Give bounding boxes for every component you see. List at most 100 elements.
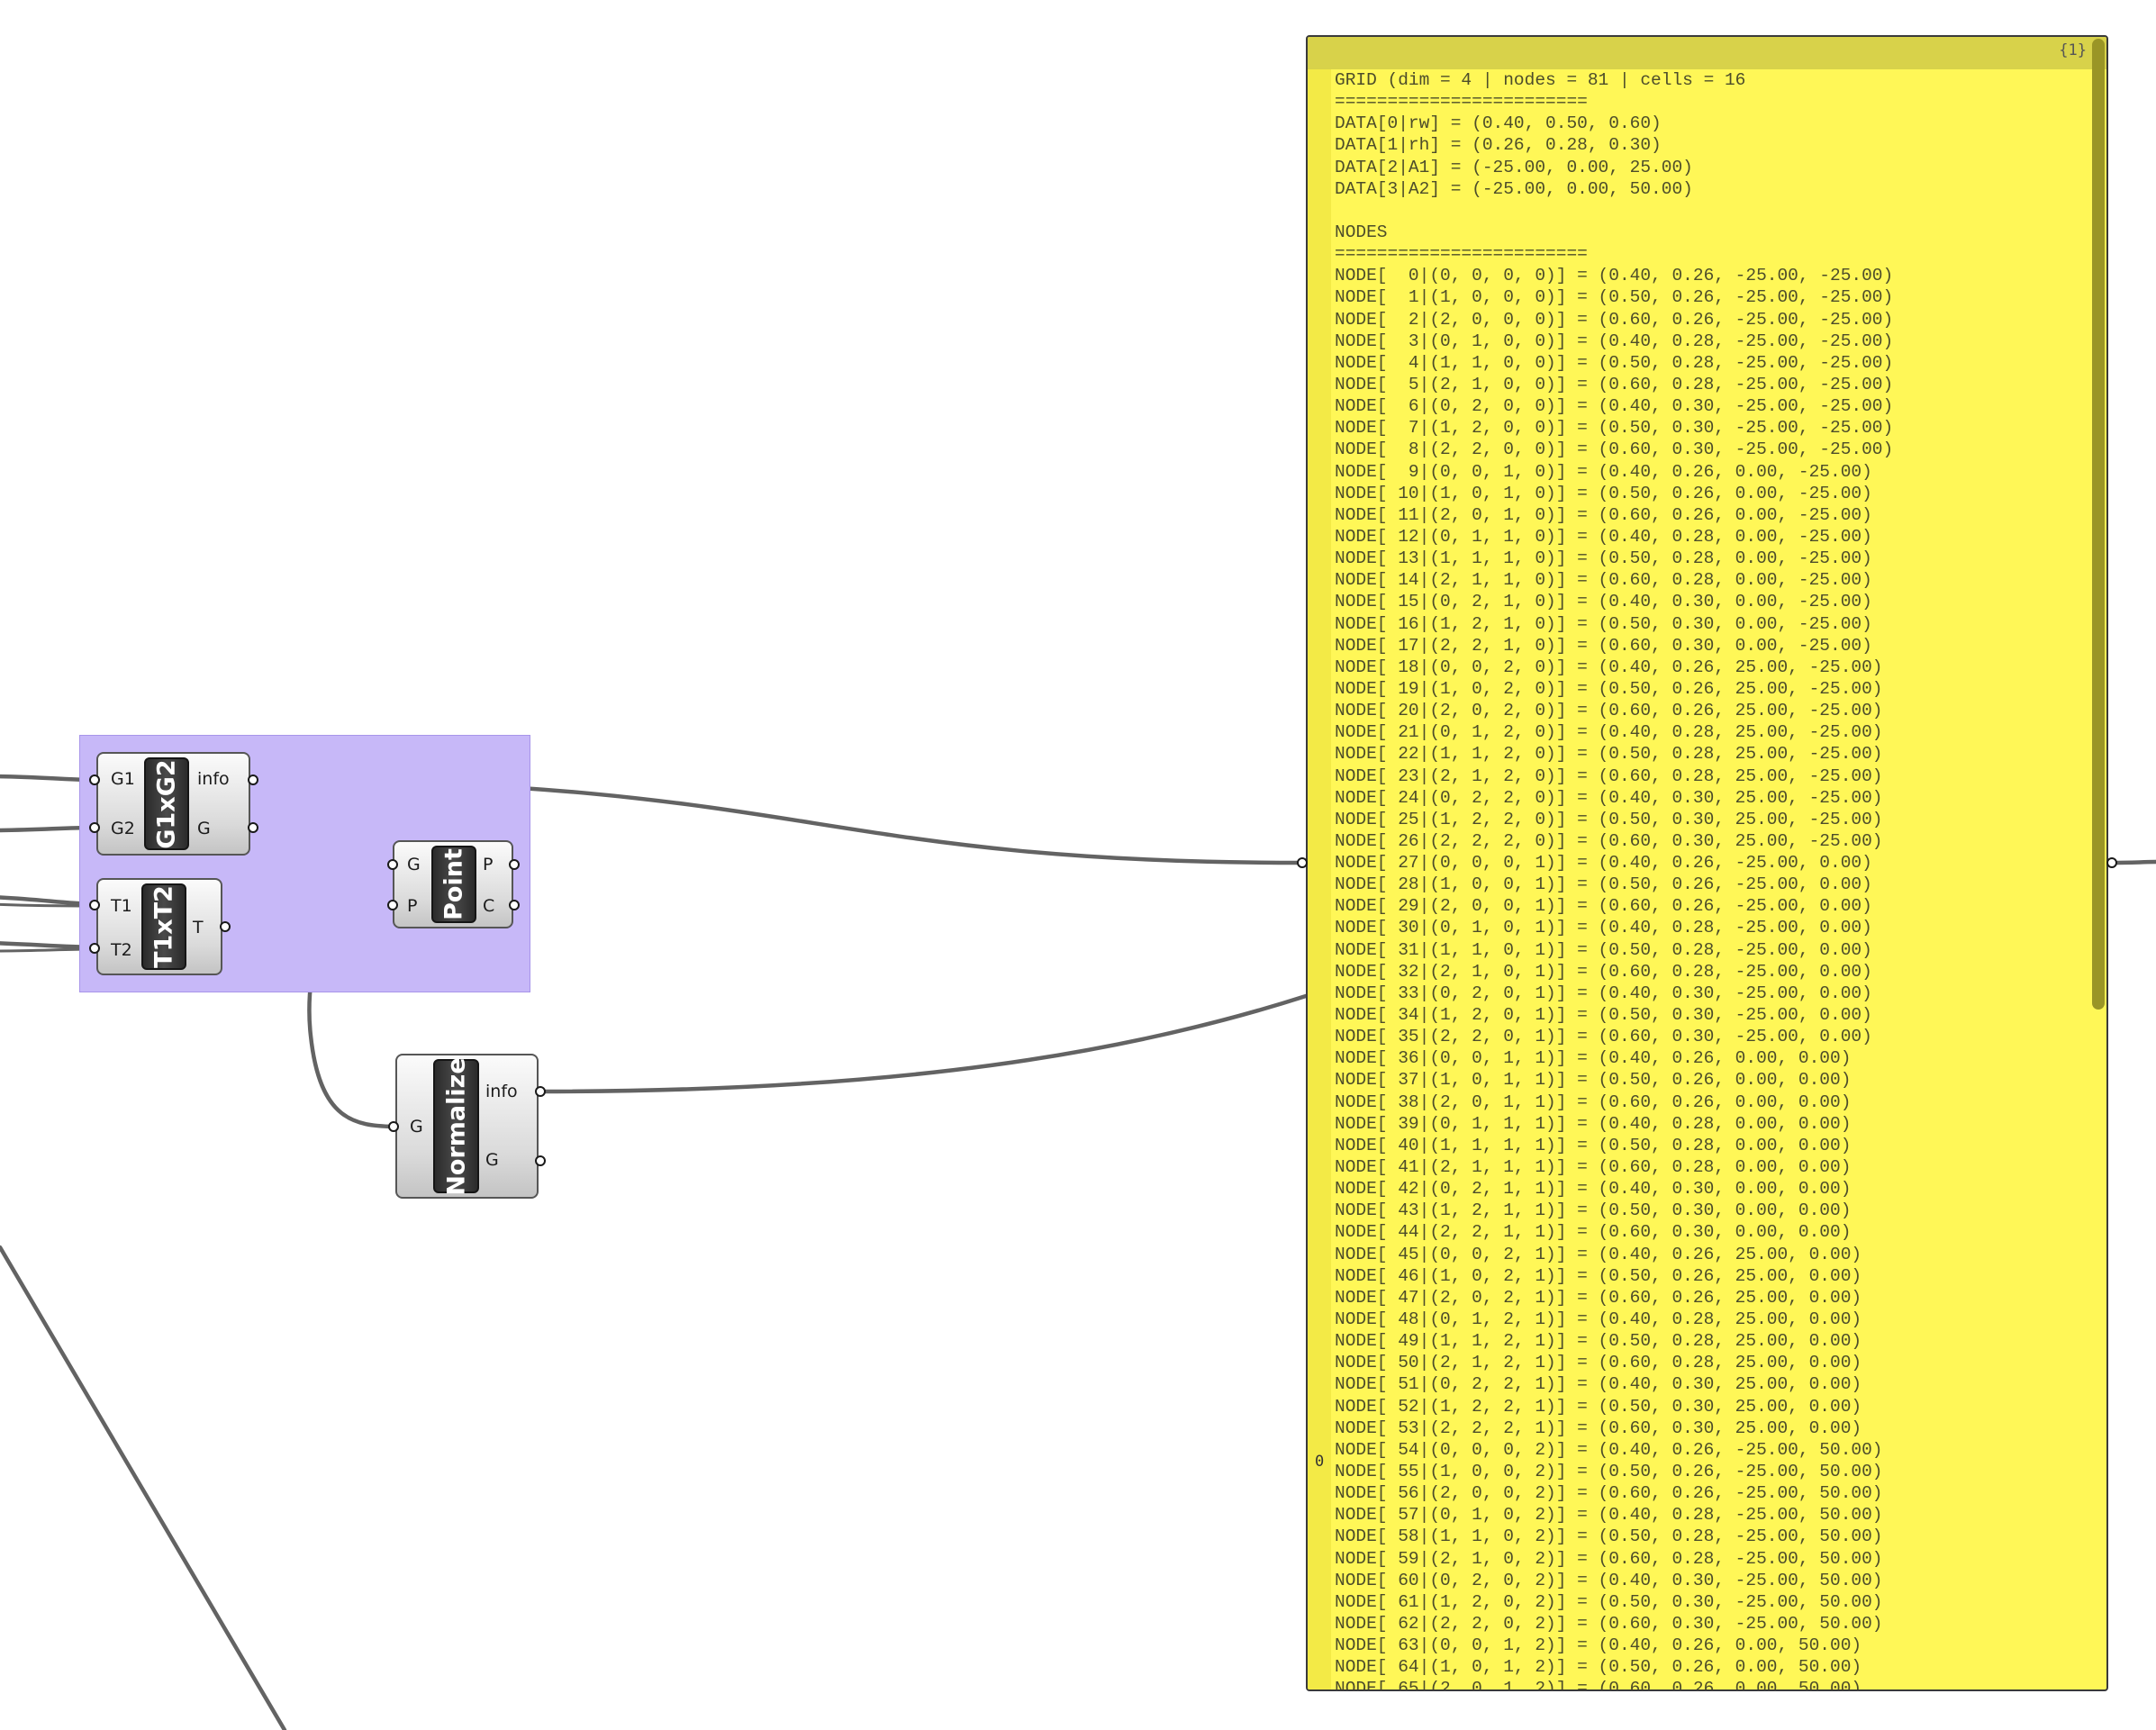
g1xg2-core[interactable]: G1xG2 [144, 757, 189, 850]
panel-line: NODE[ 24|(0, 2, 2, 0)] = (0.40, 0.30, 25… [1335, 787, 1883, 808]
panel-grip-out[interactable] [2106, 857, 2117, 868]
normalize-output-info[interactable]: info [485, 1082, 518, 1101]
panel-line: DATA[0|rw] = (0.40, 0.50, 0.60) [1335, 113, 1662, 134]
normalize-input-g[interactable]: G [410, 1117, 423, 1137]
point-grip-g[interactable] [387, 859, 398, 870]
panel-line: NODE[ 65|(2, 0, 1, 2)] = (0.60, 0.26, 0.… [1335, 1679, 1862, 1691]
panel-line: NODE[ 25|(1, 2, 2, 0)] = (0.50, 0.30, 25… [1335, 809, 1883, 829]
t1xt2-title: T1xT2 [149, 885, 178, 968]
panel-line: NODE[ 23|(2, 1, 2, 0)] = (0.60, 0.28, 25… [1335, 765, 1883, 786]
panel-line: NODE[ 32|(2, 1, 0, 1)] = (0.60, 0.28, -2… [1335, 961, 1872, 982]
panel-branch-index: 0 [1315, 1453, 1325, 1471]
g1xg2-grip-g[interactable] [248, 822, 258, 833]
panel-line: NODE[ 7|(1, 2, 0, 0)] = (0.50, 0.30, -25… [1335, 418, 1894, 439]
panel-line: NODE[ 58|(1, 1, 0, 2)] = (0.50, 0.28, -2… [1335, 1526, 1883, 1547]
point-output-p[interactable]: P [483, 855, 494, 874]
panel-scrollbar[interactable] [2092, 39, 2105, 1010]
g1xg2-input-g1[interactable]: G1 [111, 769, 135, 789]
panel-line: GRID (dim = 4 | nodes = 81 | cells = 16 [1335, 70, 1746, 90]
g1xg2-grip-info[interactable] [248, 774, 258, 785]
panel-line: NODE[ 41|(2, 1, 1, 1)] = (0.60, 0.28, 0.… [1335, 1157, 1852, 1178]
panel-line: NODE[ 62|(2, 2, 0, 2)] = (0.60, 0.30, -2… [1335, 1613, 1883, 1634]
g1xg2-title: G1xG2 [152, 758, 181, 849]
panel-line: NODE[ 53|(2, 2, 2, 1)] = (0.60, 0.30, 25… [1335, 1418, 1862, 1438]
normalize-grip-g-out[interactable] [535, 1155, 546, 1166]
point-output-c[interactable]: C [483, 896, 495, 916]
panel-line: NODE[ 60|(0, 2, 0, 2)] = (0.40, 0.30, -2… [1335, 1570, 1883, 1590]
panel-line: NODE[ 31|(1, 1, 0, 1)] = (0.50, 0.28, -2… [1335, 939, 1872, 960]
t1xt2-component[interactable]: T1xT2 T1 T2 T [96, 878, 222, 975]
point-input-p[interactable]: P [407, 896, 418, 916]
panel-branch-path: {1} [2059, 41, 2087, 59]
panel-line: NODE[ 6|(0, 2, 0, 0)] = (0.40, 0.30, -25… [1335, 396, 1894, 417]
panel-line: NODE[ 55|(1, 0, 0, 2)] = (0.50, 0.26, -2… [1335, 1462, 1883, 1481]
normalize-component[interactable]: Normalize G info G [395, 1054, 539, 1199]
panel-line: NODE[ 0|(0, 0, 0, 0)] = (0.40, 0.26, -25… [1335, 266, 1894, 286]
g1xg2-output-g[interactable]: G [197, 819, 211, 838]
panel-line: NODE[ 15|(0, 2, 1, 0)] = (0.40, 0.30, 0.… [1335, 592, 1872, 612]
panel-line: NODE[ 54|(0, 0, 0, 2)] = (0.40, 0.26, -2… [1335, 1439, 1883, 1460]
wire-normalize-to-panel [538, 993, 1309, 1094]
panel-line: NODE[ 1|(1, 0, 0, 0)] = (0.50, 0.26, -25… [1335, 287, 1894, 308]
panel-line: NODE[ 4|(1, 1, 0, 0)] = (0.50, 0.28, -25… [1335, 352, 1894, 373]
panel-line: NODE[ 35|(2, 2, 0, 1)] = (0.60, 0.30, -2… [1335, 1027, 1872, 1047]
point-core[interactable]: Point [431, 846, 476, 923]
panel-text[interactable]: GRID (dim = 4 | nodes = 81 | cells = 16=… [1335, 69, 2090, 1689]
panel-line: NODE[ 5|(2, 1, 0, 0)] = (0.60, 0.28, -25… [1335, 374, 1894, 394]
panel-line: NODE[ 2|(2, 0, 0, 0)] = (0.60, 0.26, -25… [1335, 309, 1894, 330]
panel-line: NODE[ 26|(2, 2, 2, 0)] = (0.60, 0.30, 25… [1335, 830, 1883, 851]
panel-line: NODE[ 28|(1, 0, 0, 1)] = (0.50, 0.26, -2… [1335, 874, 1872, 895]
normalize-core[interactable]: Normalize [433, 1057, 479, 1195]
normalize-output-g[interactable]: G [485, 1150, 499, 1170]
panel-line: NODE[ 38|(2, 0, 1, 1)] = (0.60, 0.26, 0.… [1335, 1091, 1852, 1112]
panel-line: NODE[ 45|(0, 0, 2, 1)] = (0.40, 0.26, 25… [1335, 1244, 1862, 1264]
normalize-grip-g[interactable] [388, 1121, 399, 1132]
t1xt2-input-t1[interactable]: T1 [111, 896, 132, 916]
panel-line: NODE[ 49|(1, 1, 2, 1)] = (0.50, 0.28, 25… [1335, 1331, 1862, 1352]
panel-line: NODE[ 44|(2, 2, 1, 1)] = (0.60, 0.30, 0.… [1335, 1222, 1852, 1243]
panel-line: DATA[3|A2] = (-25.00, 0.00, 50.00) [1335, 178, 1693, 199]
panel-line: NODE[ 64|(1, 0, 1, 2)] = (0.50, 0.26, 0.… [1335, 1657, 1862, 1678]
panel-line: NODE[ 43|(1, 2, 1, 1)] = (0.50, 0.30, 0.… [1335, 1200, 1852, 1221]
t1xt2-grip-t2[interactable] [89, 943, 100, 954]
normalize-grip-info[interactable] [535, 1086, 546, 1097]
t1xt2-core[interactable]: T1xT2 [141, 883, 186, 970]
t1xt2-grip-t[interactable] [220, 921, 231, 932]
panel-line: NODE[ 27|(0, 0, 0, 1)] = (0.40, 0.26, -2… [1335, 853, 1872, 874]
g1xg2-grip-g2[interactable] [89, 822, 100, 833]
panel-line: NODE[ 42|(0, 2, 1, 1)] = (0.40, 0.30, 0.… [1335, 1179, 1852, 1200]
t1xt2-output-t[interactable]: T [193, 918, 204, 937]
point-grip-out-c[interactable] [509, 900, 520, 910]
g1xg2-component[interactable]: G1xG2 G1 G2 info G [96, 752, 250, 856]
panel-line: NODE[ 9|(0, 0, 1, 0)] = (0.40, 0.26, 0.0… [1335, 461, 1872, 482]
panel-line: NODE[ 61|(1, 2, 0, 2)] = (0.50, 0.30, -2… [1335, 1591, 1883, 1612]
panel-line: NODE[ 13|(1, 1, 1, 0)] = (0.50, 0.28, 0.… [1335, 548, 1872, 569]
panel-line: NODE[ 22|(1, 1, 2, 0)] = (0.50, 0.28, 25… [1335, 744, 1883, 765]
panel-line: NODE[ 48|(0, 1, 2, 1)] = (0.40, 0.28, 25… [1335, 1309, 1862, 1330]
point-input-g[interactable]: G [407, 855, 421, 874]
g1xg2-input-g2[interactable]: G2 [111, 819, 135, 838]
panel-line: NODE[ 59|(2, 1, 0, 2)] = (0.60, 0.28, -2… [1335, 1548, 1883, 1569]
panel-grip-in[interactable] [1297, 857, 1308, 868]
point-grip-p[interactable] [387, 900, 398, 910]
panel-gutter [1308, 69, 1331, 1689]
t1xt2-grip-t1[interactable] [89, 900, 100, 910]
point-grip-out-p[interactable] [509, 859, 520, 870]
panel-line: DATA[2|A1] = (-25.00, 0.00, 25.00) [1335, 157, 1693, 177]
t1xt2-input-t2[interactable]: T2 [111, 940, 132, 960]
panel-line: NODE[ 3|(0, 1, 0, 0)] = (0.40, 0.28, -25… [1335, 331, 1894, 351]
output-panel[interactable]: {1} 0 GRID (dim = 4 | nodes = 81 | cells… [1306, 35, 2108, 1691]
panel-line: NODE[ 10|(1, 0, 1, 0)] = (0.50, 0.26, 0.… [1335, 483, 1872, 503]
panel-line: NODE[ 57|(0, 1, 0, 2)] = (0.40, 0.28, -2… [1335, 1505, 1883, 1526]
panel-line: NODE[ 8|(2, 2, 0, 0)] = (0.60, 0.30, -25… [1335, 439, 1894, 460]
wire-diagonal [0, 1245, 287, 1730]
panel-line: NODE[ 37|(1, 0, 1, 1)] = (0.50, 0.26, 0.… [1335, 1070, 1852, 1091]
g1xg2-output-info[interactable]: info [197, 769, 230, 789]
panel-line: NODE[ 14|(2, 1, 1, 0)] = (0.60, 0.28, 0.… [1335, 570, 1872, 591]
g1xg2-grip-g1[interactable] [89, 774, 100, 785]
panel-line: NODE[ 47|(2, 0, 2, 1)] = (0.60, 0.26, 25… [1335, 1287, 1862, 1308]
point-component[interactable]: Point G P P C [393, 840, 513, 928]
panel-line: NODE[ 19|(1, 0, 2, 0)] = (0.50, 0.26, 25… [1335, 678, 1883, 699]
panel-line: NODE[ 17|(2, 2, 1, 0)] = (0.60, 0.30, 0.… [1335, 635, 1872, 656]
